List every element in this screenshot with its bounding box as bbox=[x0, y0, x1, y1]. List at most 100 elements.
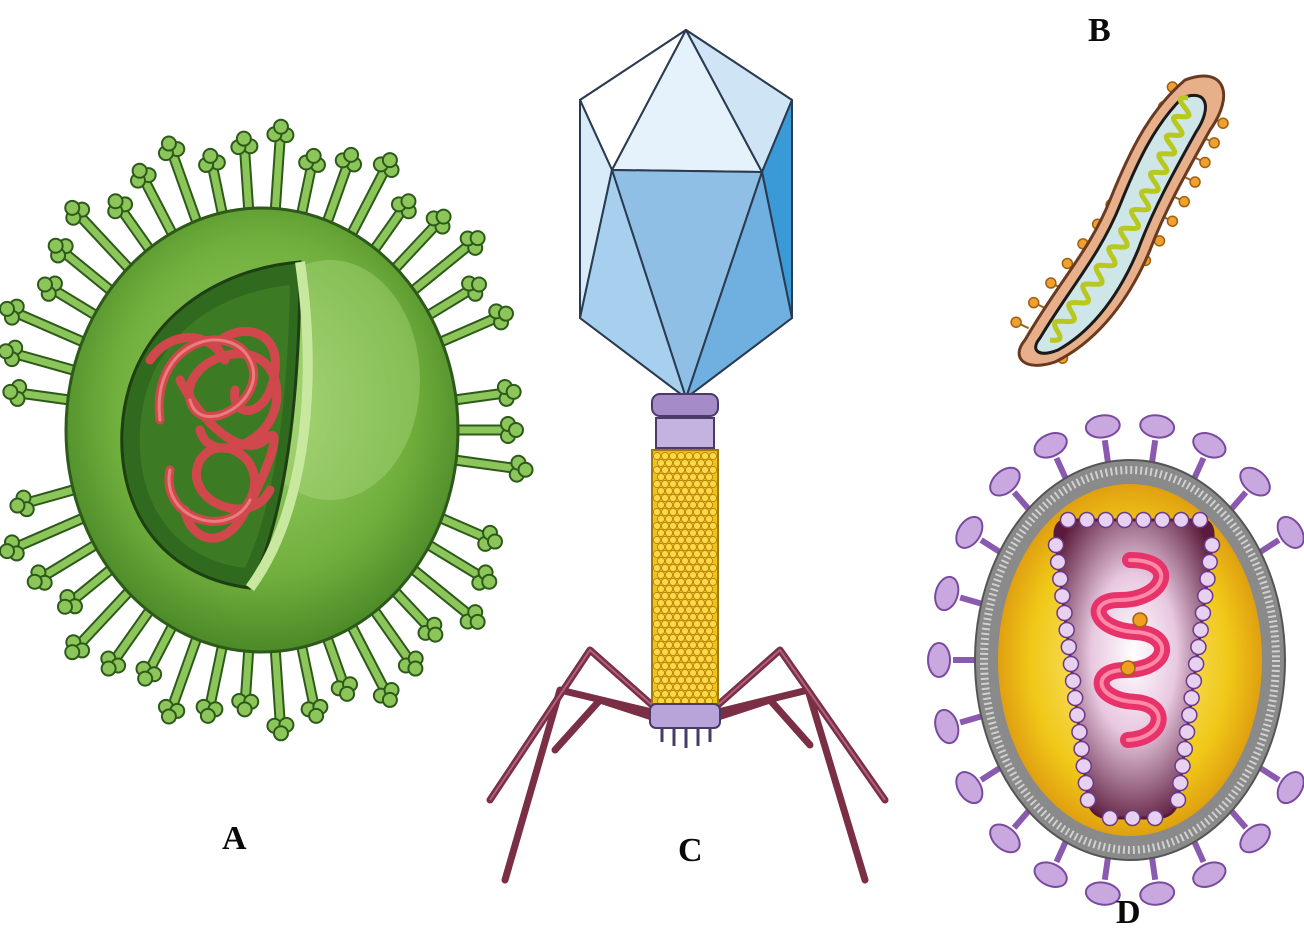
phage-sheath-subunit bbox=[657, 585, 664, 592]
phage-sheath-subunit bbox=[681, 599, 688, 606]
phage-sheath-subunit bbox=[709, 452, 716, 459]
virus-d-capsid-protein bbox=[1173, 776, 1188, 791]
phage-sheath-subunit bbox=[685, 620, 692, 627]
phage-sheath-subunit bbox=[669, 676, 676, 683]
virus-d-glycoprotein bbox=[951, 512, 988, 552]
phage-sheath-subunit bbox=[657, 641, 664, 648]
phage-sheath-subunit bbox=[653, 606, 660, 613]
phage-sheath-subunit bbox=[701, 592, 708, 599]
phage-sheath-subunit bbox=[693, 592, 700, 599]
phage-sheath-subunit bbox=[677, 494, 684, 501]
phage-sheath-subunit bbox=[681, 683, 688, 690]
phage-sheath-subunit bbox=[661, 480, 668, 487]
phage-sheath-subunit bbox=[669, 452, 676, 459]
phage-sheath-subunit bbox=[665, 459, 672, 466]
virus-a-spike-head bbox=[102, 662, 116, 676]
virus-d-capsid-protein bbox=[1051, 555, 1066, 570]
phage-sheath-subunit bbox=[661, 592, 668, 599]
phage-sheath-subunit bbox=[693, 564, 700, 571]
phage-sheath-subunit bbox=[701, 536, 708, 543]
virus-a-spike-stalk bbox=[172, 151, 200, 230]
virus-d-capsid-protein bbox=[1049, 538, 1064, 553]
phage-sheath-subunit bbox=[677, 634, 684, 641]
phage-sheath-subunit bbox=[661, 522, 668, 529]
virus-a-spike-head bbox=[344, 148, 358, 162]
phage-sheath-subunit bbox=[673, 585, 680, 592]
phage-sheath-subunit bbox=[665, 683, 672, 690]
virus-b-spike bbox=[1200, 157, 1210, 167]
phage-sheath-subunit bbox=[689, 627, 696, 634]
virus-a-spike-head bbox=[482, 575, 496, 589]
phage-sheath-subunit bbox=[705, 501, 712, 508]
phage-sheath-subunit bbox=[701, 480, 708, 487]
virus-a-spike-head bbox=[401, 194, 415, 208]
phage-sheath-subunit bbox=[673, 683, 680, 690]
phage-sheath-subunit bbox=[653, 564, 660, 571]
virus-d-glyco-stem bbox=[1056, 842, 1065, 862]
virus-b-spike bbox=[1190, 177, 1200, 187]
virus-a-spike-head bbox=[408, 662, 422, 676]
phage-sheath-subunit bbox=[689, 543, 696, 550]
phage-sheath-subunit bbox=[673, 487, 680, 494]
phage-sheath-subunit bbox=[677, 536, 684, 543]
phage-sheath-subunit bbox=[681, 473, 688, 480]
virus-d-glycoprotein bbox=[928, 643, 950, 677]
virus-a-spike-head bbox=[58, 600, 72, 614]
virus-d-glycoprotein bbox=[1272, 512, 1304, 552]
virus-d-glyco-stem bbox=[981, 768, 1000, 780]
phage-sheath-subunit bbox=[661, 690, 668, 697]
virus-a-spike-head bbox=[488, 535, 502, 549]
phage-sheath-subunit bbox=[653, 578, 660, 585]
virus-d-glyco-stem bbox=[1232, 492, 1246, 509]
phage-sheath-subunit bbox=[665, 599, 672, 606]
phage-sheath-subunit bbox=[693, 480, 700, 487]
phage-sheath-subunit bbox=[673, 459, 680, 466]
phage-head bbox=[580, 30, 792, 398]
phage-sheath-subunit bbox=[669, 648, 676, 655]
virus-a-spike-head bbox=[133, 164, 147, 178]
virus-d-capsid-protein bbox=[1125, 811, 1140, 826]
phage-sheath-subunit bbox=[653, 592, 660, 599]
phage-sheath-subunit bbox=[689, 585, 696, 592]
phage-sheath-subunit bbox=[657, 557, 664, 564]
virus-b-spike bbox=[1167, 216, 1177, 226]
virus-a-spike-head bbox=[201, 709, 215, 723]
phage-sheath-subunit bbox=[709, 564, 716, 571]
virus-d-capsid-protein bbox=[1182, 708, 1197, 723]
phage-sheath-subunit bbox=[689, 613, 696, 620]
phage-sheath-subunit bbox=[665, 627, 672, 634]
phage-sheath-subunit bbox=[681, 669, 688, 676]
phage-sheath-subunit bbox=[693, 550, 700, 557]
virus-d-glyco-stem bbox=[1194, 842, 1203, 862]
phage-sheath-subunit bbox=[705, 683, 712, 690]
virus-d-glycoprotein bbox=[1139, 880, 1176, 907]
phage-sheath-subunit bbox=[693, 536, 700, 543]
phage-sheath-subunit bbox=[661, 536, 668, 543]
phage-sheath-subunit bbox=[697, 473, 704, 480]
virus-d-capsid-protein bbox=[1059, 623, 1074, 638]
virus-d-capsid-protein bbox=[1195, 606, 1210, 621]
phage-sheath-subunit bbox=[709, 662, 716, 669]
virus-d-capsid-protein bbox=[1103, 811, 1118, 826]
phage-sheath-subunit bbox=[661, 676, 668, 683]
phage-sheath-subunit bbox=[693, 690, 700, 697]
virus-a-spike-head bbox=[383, 153, 397, 167]
phage-sheath-subunit bbox=[697, 459, 704, 466]
label-b: B bbox=[1088, 14, 1111, 48]
phage-sheath-subunit bbox=[697, 557, 704, 564]
phage-sheath-subunit bbox=[689, 459, 696, 466]
phage-sheath-subunit bbox=[701, 676, 708, 683]
phage-sheath-subunit bbox=[669, 550, 676, 557]
virus-a-spike-head bbox=[28, 575, 42, 589]
virus-d-glycoprotein bbox=[1084, 413, 1121, 440]
phage-sheath-subunit bbox=[701, 522, 708, 529]
phage-sheath-subunit bbox=[689, 515, 696, 522]
phage-sheath-subunit bbox=[677, 564, 684, 571]
phage-sheath-subunit bbox=[681, 655, 688, 662]
phage-sheath-subunit bbox=[693, 508, 700, 515]
phage-sheath-subunit bbox=[693, 522, 700, 529]
phage-sheath-subunit bbox=[697, 585, 704, 592]
virus-d-capsid-protein bbox=[1193, 513, 1208, 528]
label-d: D bbox=[1116, 896, 1141, 930]
phage-sheath-subunit bbox=[697, 529, 704, 536]
